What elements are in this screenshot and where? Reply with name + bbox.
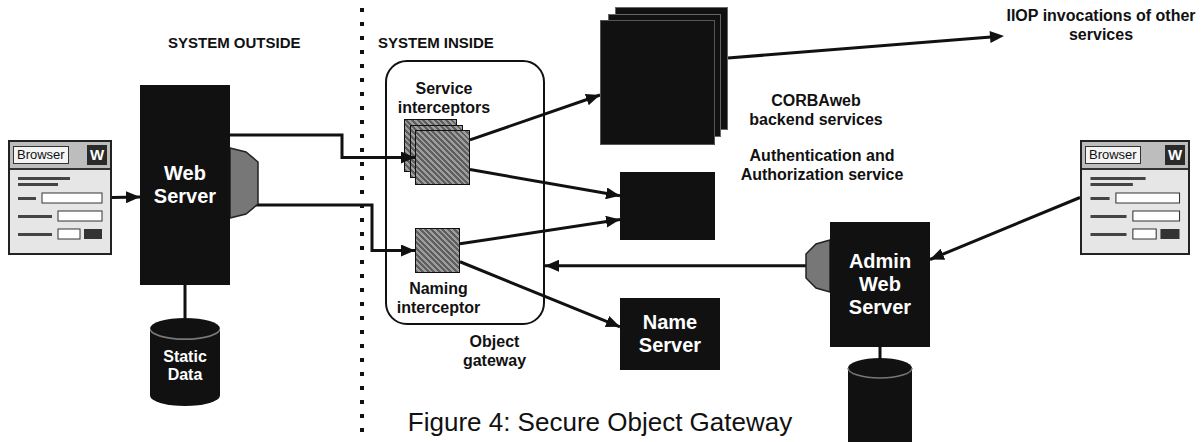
server-box: Name Server xyxy=(620,298,720,370)
label-frame: Naming interceptor xyxy=(386,279,491,317)
browser-window: Browser W xyxy=(8,140,112,255)
region-label: SYSTEM OUTSIDE xyxy=(168,34,328,52)
arrow-head xyxy=(990,31,1004,43)
region-label: IIOP invocations of other services xyxy=(1006,6,1196,44)
server-plug xyxy=(806,240,830,292)
stacked-sheet xyxy=(410,125,463,178)
node-label: Web Server xyxy=(146,162,224,208)
server-box: Web Server xyxy=(140,85,230,285)
server-plug xyxy=(230,148,258,218)
form-sketch xyxy=(10,170,110,253)
form-sketch xyxy=(1082,170,1188,253)
form-field xyxy=(1090,177,1145,180)
form-field xyxy=(42,193,102,203)
connector-arrow xyxy=(545,264,830,267)
form-field xyxy=(1090,215,1126,218)
stacked-sheet xyxy=(404,119,457,172)
title-bar: Browser W xyxy=(1082,142,1188,170)
node-label: Static Data xyxy=(154,348,216,385)
node-label: CORBAweb backend services xyxy=(741,91,891,129)
form-field xyxy=(18,177,70,180)
form-field xyxy=(18,183,58,186)
form-field xyxy=(58,211,102,221)
node-label: Authentication and Authorization service xyxy=(732,146,912,184)
connector-arrow xyxy=(184,285,187,318)
label-frame: Authentication and Authorization service xyxy=(732,146,912,184)
server-box: Admin Web Server xyxy=(830,222,930,347)
app-logo: W xyxy=(1165,145,1185,165)
label-frame: Service interceptors xyxy=(388,79,500,117)
db-rim xyxy=(848,368,912,378)
database-cylinder: Static Data xyxy=(150,318,220,406)
interceptor-stack: Service interceptors xyxy=(415,130,470,185)
form-field xyxy=(1133,211,1180,221)
connector-arrow xyxy=(460,220,620,244)
gateway-region: Object gatewayService interceptorsNaming… xyxy=(385,60,545,325)
connector-arrow xyxy=(230,205,415,251)
node-label: Admin Web Server xyxy=(836,250,924,319)
node-label: Name Server xyxy=(626,311,714,357)
cylinder-rim xyxy=(150,329,220,340)
node-label: Object gateway xyxy=(437,332,552,370)
app-logo: W xyxy=(87,145,107,165)
stacked-sheet xyxy=(608,14,721,137)
interceptor-box: Naming interceptor xyxy=(415,228,460,273)
form-field xyxy=(1116,193,1180,203)
cylinder-body xyxy=(150,318,220,406)
form-field xyxy=(1133,229,1156,239)
connector-arrow xyxy=(230,135,415,158)
node-label: Service interceptors xyxy=(388,79,500,117)
form-field xyxy=(18,233,52,236)
system-boundary xyxy=(360,8,364,442)
outgoing-arrow xyxy=(728,37,991,58)
figure-caption: Figure 4: Secure Object Gateway xyxy=(300,408,900,437)
region-label: SYSTEM INSIDE xyxy=(378,34,528,52)
form-field xyxy=(84,229,102,239)
connector-arrow xyxy=(112,196,140,200)
form-field xyxy=(1090,183,1132,186)
label-frame: CORBAweb backend services xyxy=(741,91,891,129)
browser-window: Browser W xyxy=(1080,140,1190,255)
form-field xyxy=(58,229,80,239)
form-field xyxy=(1090,233,1126,236)
connector-arrow xyxy=(460,262,620,327)
title-bar: Browser W xyxy=(10,142,110,170)
form-field xyxy=(1090,197,1109,200)
service-stack: CORBAweb backend services xyxy=(600,20,715,145)
window-title: Browser xyxy=(13,146,69,164)
server-box: Authentication and Authorization service xyxy=(620,172,715,240)
node-label: Naming interceptor xyxy=(386,279,491,317)
connector-arrow xyxy=(470,170,620,196)
form-field xyxy=(18,215,52,218)
window-title: Browser xyxy=(1085,146,1141,164)
connector-arrow xyxy=(930,198,1080,260)
label-frame: Object gateway xyxy=(437,332,552,370)
stacked-sheet xyxy=(615,7,728,130)
form-field xyxy=(1160,229,1179,239)
form-field xyxy=(18,197,36,200)
admin-database xyxy=(848,358,912,442)
